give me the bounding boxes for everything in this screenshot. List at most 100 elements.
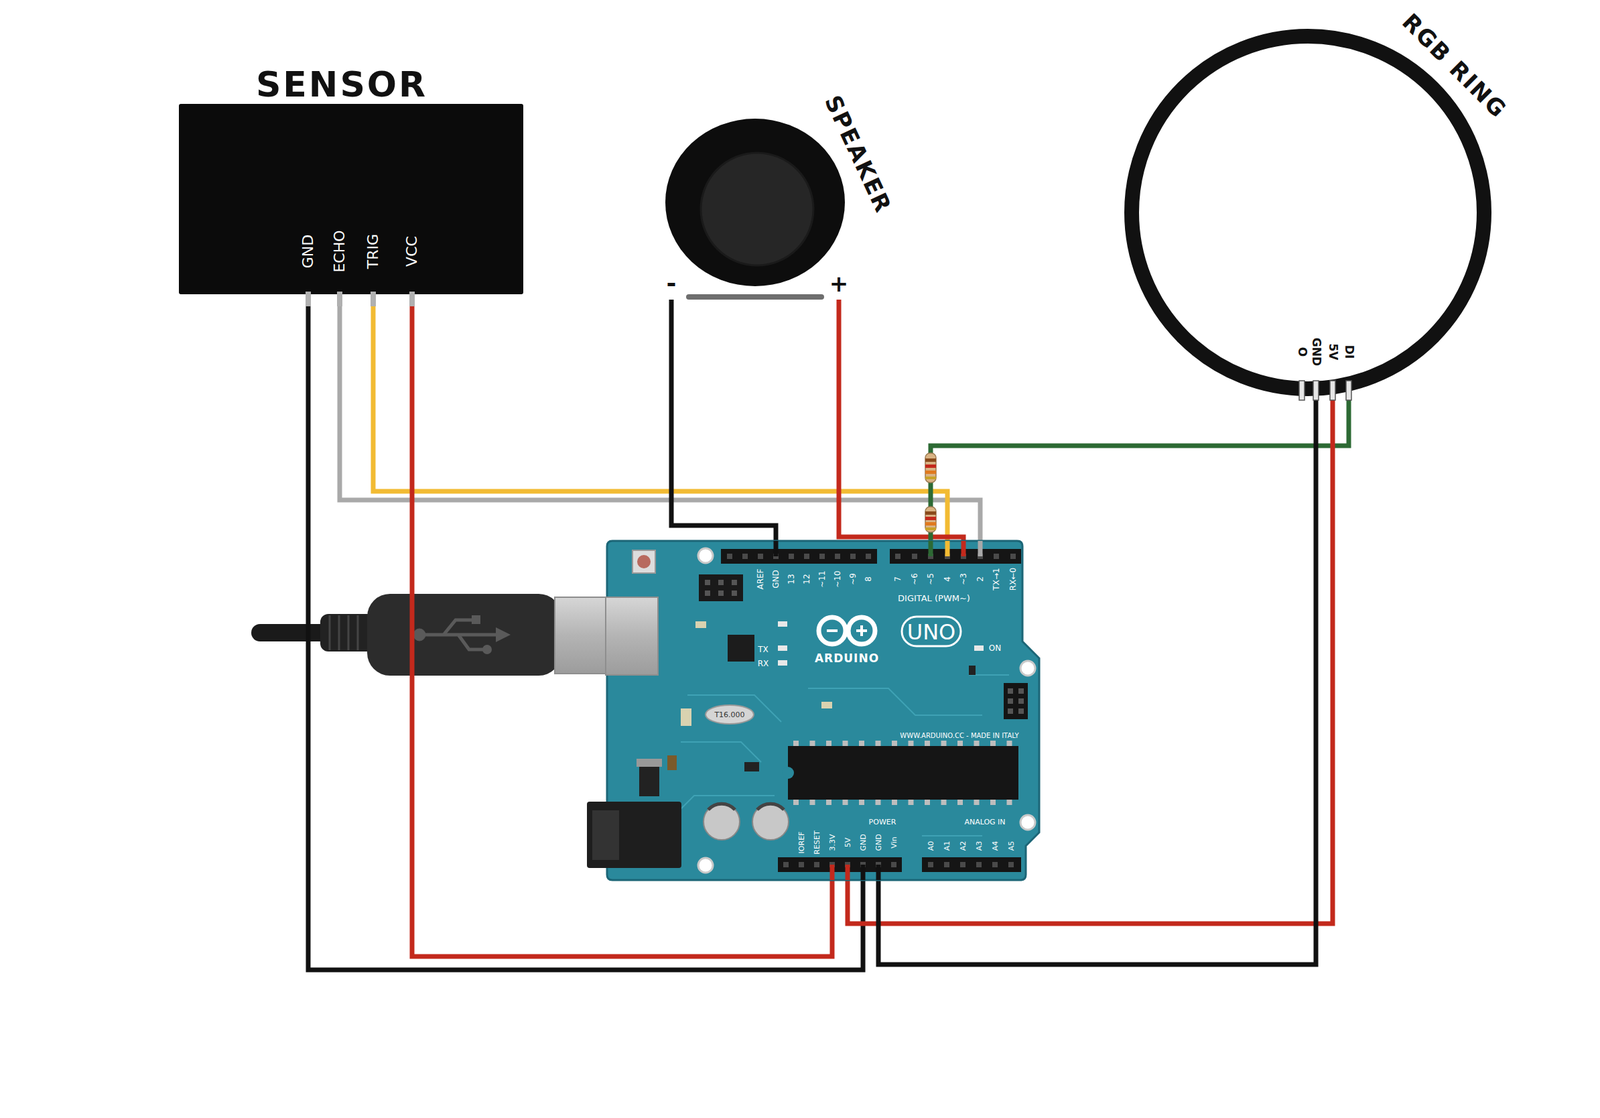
usb-symbol-part — [471, 615, 481, 624]
arduino-board-outline-part — [976, 861, 982, 868]
arduino-board-outline-part-part — [680, 741, 762, 762]
arduino-board-outline-part — [850, 553, 856, 559]
arduino-board-outline-part — [592, 810, 620, 860]
node-title: UNO — [907, 621, 957, 643]
arduino-board-outline-part — [875, 799, 882, 805]
resistor-symbol-part — [925, 521, 937, 526]
rgb-ring-outline-part — [1329, 380, 1336, 400]
arduino-board-outline-part — [605, 596, 658, 675]
arduino-board-outline-part — [895, 553, 901, 559]
arduino-board-outline-part — [826, 799, 832, 805]
arduino-board-outline-part — [990, 799, 996, 805]
arduino-board: ARDUINOUNO — [607, 540, 1041, 880]
arduino-board-outline-part — [1007, 688, 1014, 694]
arduino-board-outline-part — [858, 740, 865, 746]
arduino-board-outline-part — [704, 579, 711, 585]
arduino-board-outline-part — [941, 799, 947, 805]
arduino-board-outline-part — [1007, 708, 1014, 714]
arduino-board-outline-part — [860, 625, 863, 636]
resistor-symbol-part — [925, 470, 937, 474]
arduino-board-outline-part — [667, 755, 677, 770]
arduino-board-outline-part — [727, 634, 755, 662]
arduino-board-outline-part — [1007, 740, 1013, 746]
arduino-board-outline-part — [718, 590, 724, 596]
arduino-board-outline-part — [632, 550, 656, 573]
arduino-board-outline-part — [974, 799, 980, 805]
arduino-board-outline-part — [798, 861, 805, 868]
arduino-board-outline-part — [957, 740, 963, 746]
arduino-board-outline-part — [757, 553, 764, 559]
wire — [671, 299, 776, 541]
arduino-board-outline-part — [908, 740, 914, 746]
arduino-board-outline-part — [698, 574, 744, 602]
arduino-board-outline-part — [703, 803, 740, 840]
ultrasonic-sensor-outline-part — [305, 291, 311, 307]
resistor-symbol-part — [925, 527, 937, 530]
speaker-part-outline-part — [700, 152, 814, 266]
arduino-board-outline-part — [921, 856, 1022, 872]
arduino-board-outline-part-part — [808, 688, 983, 715]
arduino-board-outline-part — [1020, 814, 1036, 830]
resistor-symbol-part — [925, 511, 937, 515]
rgb-ring-outline-part — [1313, 380, 1319, 400]
arduino-board-outline-part — [757, 803, 784, 810]
arduino-board-outline-part — [695, 621, 707, 628]
usb-symbol-part — [495, 627, 511, 642]
arduino-board-outline-part — [901, 616, 961, 646]
speaker-part-outline-part — [665, 118, 845, 287]
node-title: SENSOR — [255, 67, 428, 102]
arduino-board-outline-part — [742, 553, 748, 559]
arduino-board-outline-part — [639, 765, 660, 796]
arduino-board-outline-part — [961, 540, 967, 557]
arduino-board-outline-part — [810, 799, 816, 805]
arduino-board-outline-part — [941, 740, 947, 746]
arduino-board-outline-part — [891, 799, 898, 805]
arduino-board-outline-part — [858, 799, 865, 805]
speaker-part: SPEAKER — [663, 83, 898, 300]
arduino-board-outline-part — [826, 740, 832, 746]
ultrasonic-sensor-outline-part — [409, 291, 415, 307]
rgb-ring-outline-part — [1346, 380, 1352, 400]
plug-body — [367, 593, 562, 676]
ultrasonic-sensor-outline-part — [178, 103, 524, 295]
arduino-board-outline-part — [992, 861, 998, 868]
rgb-ring: RGB RING — [1112, 20, 1542, 400]
arduino-board-outline-part — [945, 540, 951, 557]
polarity-mark: + — [829, 272, 849, 295]
arduino-board-outline-part — [865, 553, 872, 559]
relief-ridges-part — [328, 615, 331, 650]
arduino-board-outline-part — [924, 799, 930, 805]
arduino-board-outline-part — [968, 665, 976, 675]
usb-symbol-part — [482, 644, 492, 654]
arduino-board-outline-part — [777, 621, 788, 627]
arduino-board-outline-part — [974, 645, 984, 651]
arduino-board-outline-part — [821, 701, 833, 709]
arduino-board-outline-part — [718, 579, 724, 585]
rgb-ring-outline-part — [1131, 36, 1485, 389]
arduino-board-outline-part — [720, 548, 878, 564]
arduino-board-outline-part — [957, 799, 963, 805]
rgb-ring-outline-part — [1299, 380, 1305, 400]
resistor-symbol — [925, 506, 937, 532]
arduino-board-outline-part — [927, 861, 934, 868]
arduino-board-outline-part — [819, 553, 825, 559]
arduino-board-outline-part — [731, 590, 738, 596]
arduino-board-outline-part — [814, 861, 820, 868]
arduino-board-outline-part — [726, 553, 733, 559]
arduino-board-outline-part — [1008, 861, 1014, 868]
arduino-board-outline-part — [974, 740, 980, 746]
arduino-board-outline-part — [773, 540, 779, 557]
arduino-board-outline-part — [793, 799, 799, 805]
arduino-board-outline-part — [1020, 660, 1036, 676]
polarity-mark: - — [666, 271, 677, 296]
arduino-board-outline-part — [993, 553, 999, 559]
usb-symbol-part — [413, 628, 426, 641]
arduino-board-outline-part — [788, 553, 794, 559]
arduino-board-outline-part — [842, 799, 849, 805]
arduino-board-outline-part — [944, 861, 950, 868]
arduino-board-outline-part — [924, 740, 930, 746]
arduino-board-outline-part — [705, 704, 754, 724]
arduino-board-outline-part — [1003, 682, 1028, 719]
wire — [930, 400, 1349, 541]
